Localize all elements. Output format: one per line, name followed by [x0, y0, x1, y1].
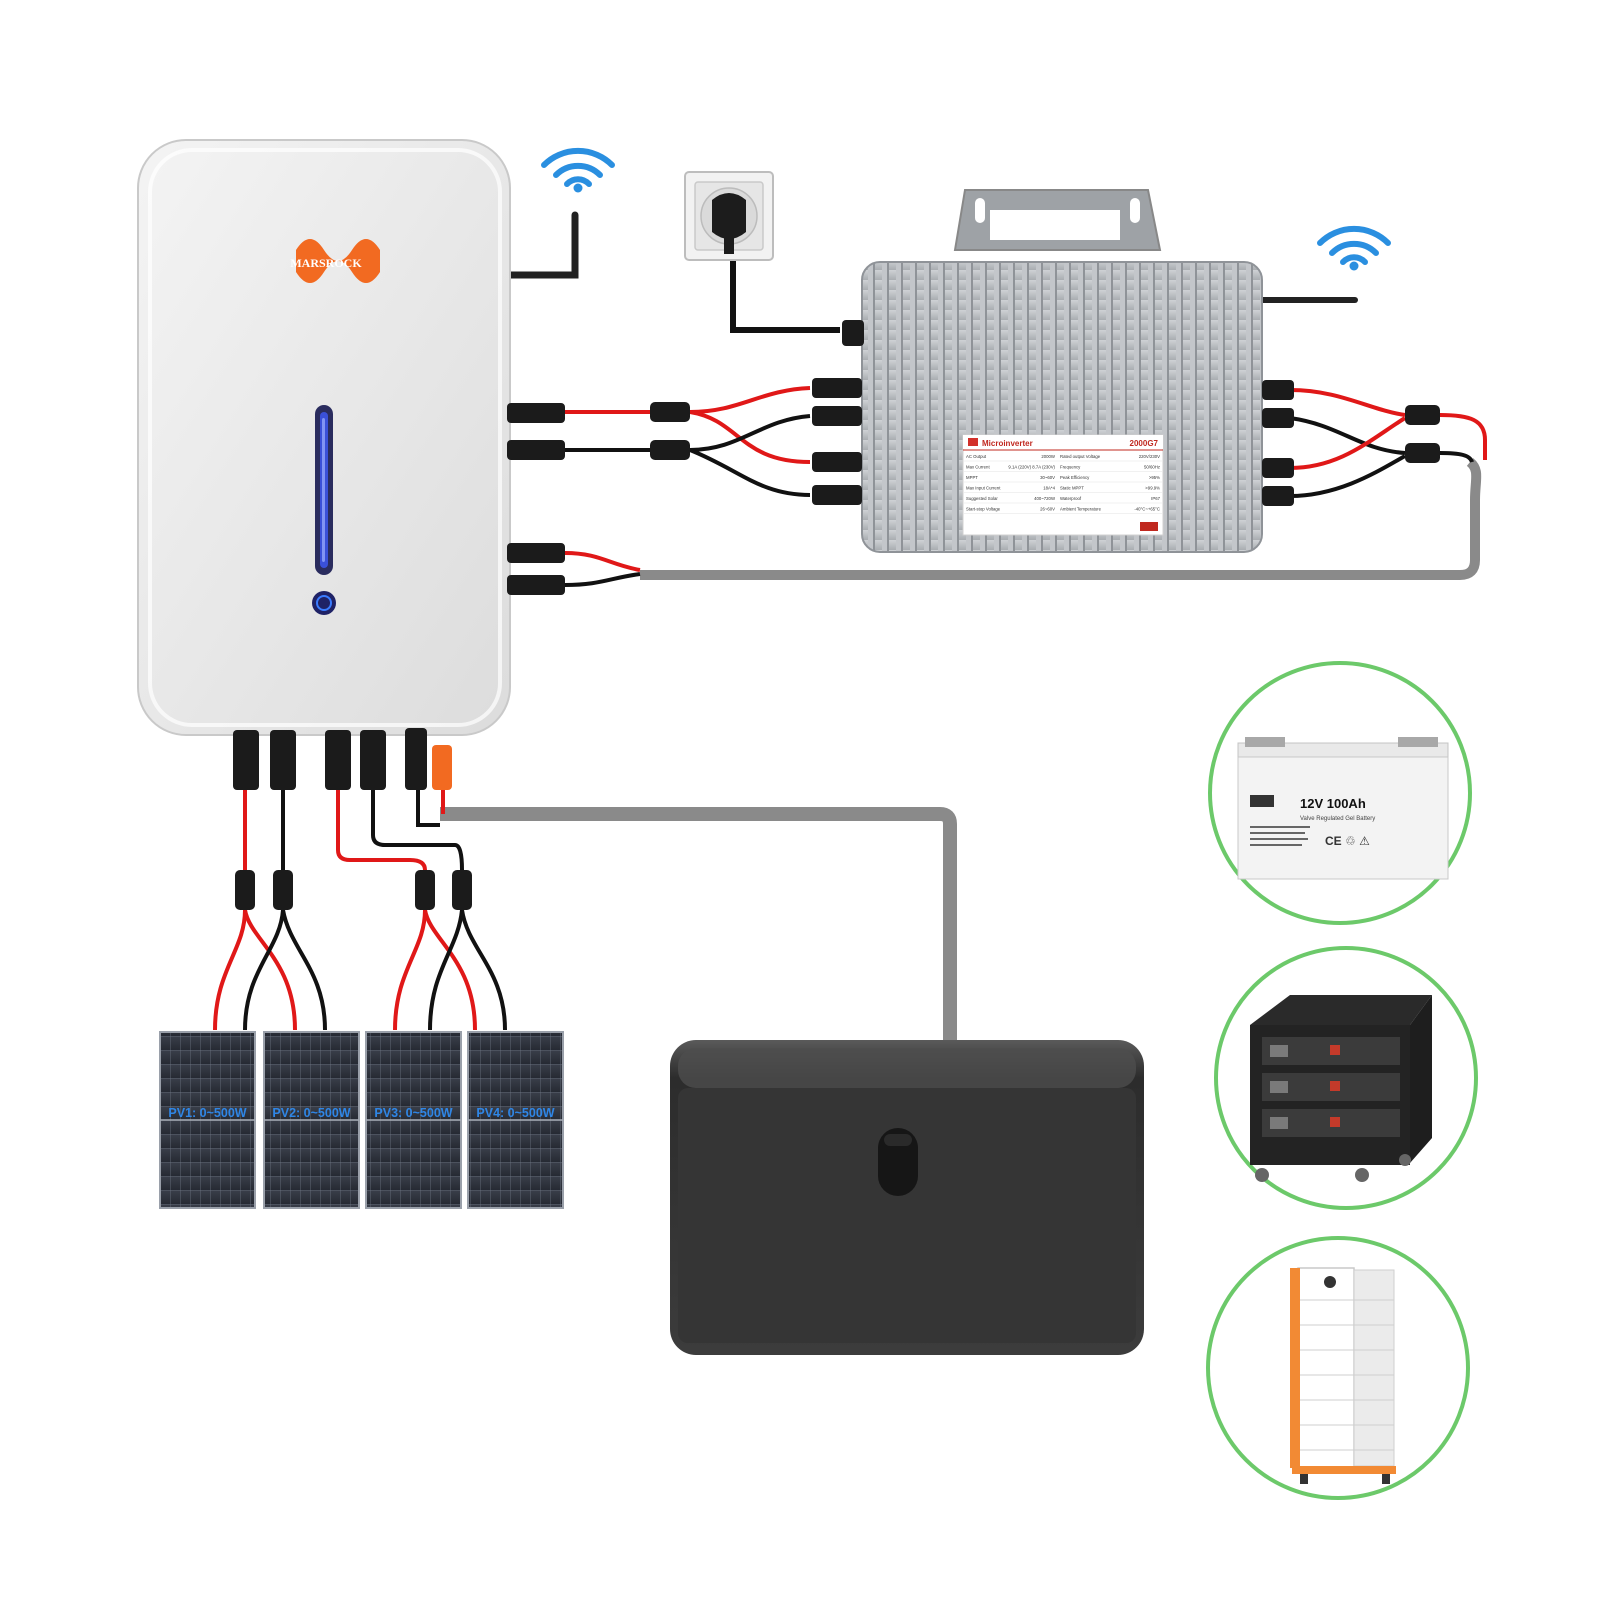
wiring [213, 258, 1487, 1040]
spec-cell: >99.9% [1145, 486, 1160, 491]
spec-cell: AC Output [966, 454, 987, 459]
spec-cell: 18A*4 [1043, 486, 1055, 491]
wifi-icon [541, 147, 615, 193]
brand-name: MARSROCK [290, 256, 362, 270]
spec-cell: Start-stop Voltage [966, 507, 1001, 512]
battery-option-stacked-tower [1206, 1236, 1470, 1500]
hybrid-controller: MARSROCK [137, 139, 579, 790]
microinverter-title: Microinverter [982, 439, 1033, 448]
spec-cell: Waterproof [1060, 496, 1082, 501]
grey-cable-inverter-return [640, 458, 1482, 580]
spec-cell: Peak Efficiency [1060, 475, 1090, 480]
solar-panel-1: PV1: 0~500W [159, 1031, 256, 1209]
svg-text:CE ♲ ⚠: CE ♲ ⚠ [1325, 834, 1370, 848]
battery-options: 12V 100Ah Valve Regulated Gel Battery CE… [1206, 661, 1478, 1500]
spec-cell: IP67 [1151, 496, 1160, 501]
spec-cell: MPPT [966, 475, 978, 480]
solar-panel-label: PV2: 0~500W [272, 1106, 350, 1120]
grey-cable-battery [440, 807, 957, 1040]
spec-cell: 50/60Hz [1144, 465, 1160, 470]
wall-socket-icon [684, 171, 774, 261]
spec-cell: 400~720W [1034, 496, 1056, 501]
y-branch-connectors [235, 402, 1440, 910]
microinverter: Microinverter 2000G7 AC Output 2000W Rated… [812, 189, 1358, 553]
spec-cell: 2000W [1041, 454, 1056, 459]
spec-cell: 26~60V [1040, 507, 1055, 512]
solar-panel-label: PV3: 0~500W [374, 1106, 452, 1120]
solar-panels: PV1: 0~500W PV2: 0~500W PV3: 0~500W PV4: 0~… [159, 1031, 564, 1209]
solar-panel-3: PV3: 0~500W [365, 1031, 462, 1209]
spec-cell: Frequency [1060, 465, 1081, 470]
microinverter-model: 2000G7 [1130, 439, 1159, 448]
microinverter-connectors [812, 320, 1294, 506]
spec-cell: >95% [1149, 475, 1160, 480]
spec-cell: 30~60V [1040, 475, 1055, 480]
spec-table: AC Output 2000W Rated output Voltage 220V/2… [964, 454, 1162, 514]
spec-cell: Max Current [966, 465, 990, 470]
controller-side-connectors [507, 403, 565, 595]
spec-cell: 220V/230V [1139, 454, 1160, 459]
power-button[interactable] [312, 591, 336, 615]
battery-option-rack-cabinet [1214, 946, 1478, 1210]
wifi-icon [1317, 225, 1391, 271]
battery-option-sublabel: Valve Regulated Gel Battery [1300, 816, 1375, 822]
solar-panel-4: PV4: 0~500W [467, 1031, 564, 1209]
spec-cell: -40°C~+65°C [1134, 507, 1160, 512]
antenna-icon [503, 211, 579, 279]
spec-cell: 9.1A (220V) 8.7A (230V) [1008, 465, 1055, 470]
spec-cell: Rated output Voltage [1060, 454, 1101, 459]
spec-cell: Static MPPT [1060, 486, 1084, 491]
spec-cell: Ambient Temperature [1060, 507, 1102, 512]
microinverter-nameplate: Microinverter 2000G7 AC Output 2000W Rated… [962, 434, 1164, 536]
solar-panel-label: PV1: 0~500W [168, 1106, 246, 1120]
spec-cell: Suggested Solar [966, 496, 998, 501]
spec-cell: Max Input Current [966, 486, 1001, 491]
brand-logo: MARSROCK [290, 239, 380, 283]
battery-box [670, 1040, 1144, 1355]
battery-option-label: 12V 100Ah [1300, 796, 1366, 811]
controller-bottom-connectors [233, 728, 452, 790]
solar-panel-2: PV2: 0~500W [263, 1031, 360, 1209]
solar-panel-label: PV4: 0~500W [476, 1106, 554, 1120]
battery-option-lead-acid: 12V 100Ah Valve Regulated Gel Battery CE… [1208, 661, 1472, 925]
